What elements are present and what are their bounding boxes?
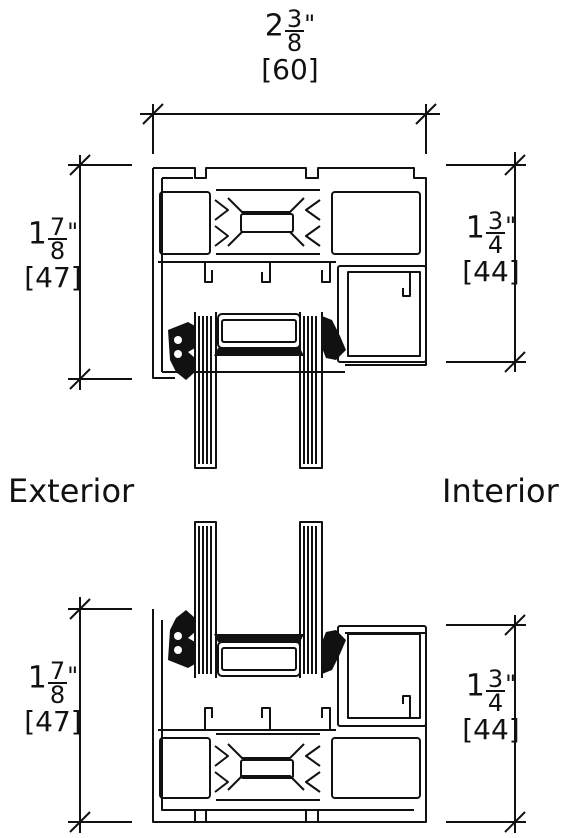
bottom-left-height-dimension-line [68, 597, 132, 833]
fraction-denominator: 4 [487, 231, 504, 259]
inch-mark: " [67, 662, 79, 690]
sealant-bottom [214, 634, 304, 642]
dimension-whole-number: 1 [465, 210, 485, 246]
fraction-numerator: 7 [47, 657, 68, 685]
dimension-whole-number: 1 [27, 660, 47, 696]
fraction-numerator: 3 [485, 207, 506, 235]
fraction-denominator: 8 [49, 681, 66, 709]
glass-panes-top [194, 312, 323, 469]
dimension-whole-number: 1 [27, 216, 47, 252]
interior-label: Interior [442, 472, 559, 510]
dimension-whole-number: 2 [264, 8, 284, 44]
dimension-whole-number: 1 [465, 668, 485, 704]
interior-gasket-bottom [322, 630, 346, 674]
fraction-numerator: 3 [485, 665, 506, 693]
dimension-metric: [47] [24, 705, 82, 738]
exterior-label: Exterior [8, 472, 135, 510]
fraction-numerator: 7 [47, 213, 68, 241]
dimension-metric: [47] [24, 261, 82, 294]
inch-mark: " [505, 670, 517, 698]
exterior-gasket-top [168, 322, 195, 380]
interior-gasket-top [322, 316, 346, 360]
glass-panes-bottom [194, 521, 323, 678]
exterior-gasket-bottom [168, 610, 195, 668]
dimension-metric: [60] [261, 53, 319, 86]
bottom-right-height-dimension-line [446, 614, 526, 833]
inch-mark: " [505, 212, 517, 240]
dimension-metric: [44] [462, 713, 520, 746]
inch-mark: " [67, 218, 79, 246]
fraction-denominator: 8 [49, 237, 66, 265]
sill-profile-section [152, 609, 427, 823]
dimension-metric: [44] [462, 255, 520, 288]
fraction-denominator: 8 [286, 29, 303, 57]
inch-mark: " [304, 10, 316, 38]
top-right-height-dimension-line [446, 152, 526, 373]
top-left-height-dimension-line [68, 154, 132, 390]
fraction-denominator: 4 [487, 689, 504, 717]
head-profile-section [152, 167, 427, 379]
sealant-top [214, 348, 304, 356]
overall-width-dimension-line [140, 103, 440, 154]
fraction-numerator: 3 [284, 5, 305, 33]
